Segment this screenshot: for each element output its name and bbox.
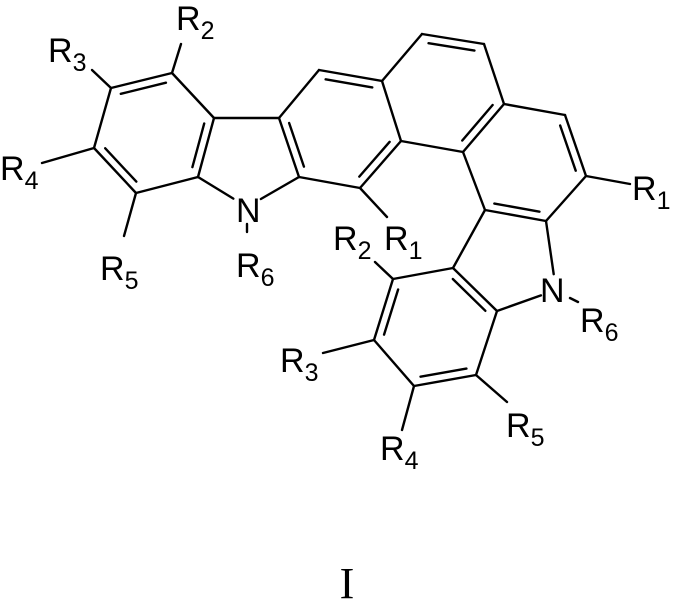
single-bond (420, 32, 486, 46)
substituent-bond (474, 373, 509, 404)
double-bond-inner-line (558, 124, 577, 172)
double-bond-inner-line (358, 140, 391, 178)
single-bond (502, 102, 567, 117)
double-bond-inner-line (119, 81, 168, 96)
atom-label-n-right: N (540, 272, 565, 310)
single-bond (92, 86, 113, 150)
substituent-bond (90, 68, 113, 90)
atom-label-r1-right: R1 (632, 170, 670, 215)
single-bond (92, 146, 138, 195)
single-bond (482, 42, 506, 106)
single-bond (461, 102, 506, 154)
atom-label-n-left: N (236, 192, 261, 230)
single-bond (297, 175, 362, 190)
atom-label-r3-bottom: R3 (280, 342, 318, 387)
single-bond (317, 68, 384, 83)
single-bond (461, 150, 487, 212)
atom-label-r1-mid: R1 (384, 220, 422, 265)
single-bond (372, 277, 395, 342)
single-bond (372, 338, 416, 388)
single-bond (196, 175, 235, 200)
single-bond (380, 32, 424, 83)
atom-label-r6-right: R6 (580, 302, 618, 347)
double-bond-inner-line (451, 277, 487, 313)
single-bond (259, 175, 301, 201)
double-bond-inner-line (461, 103, 494, 142)
substituent-bond (584, 174, 632, 186)
double-bond-inner-line (493, 202, 541, 213)
single-bond (544, 219, 555, 276)
double-bond-inner-line (427, 41, 476, 52)
single-bond (277, 68, 321, 120)
formula-caption: I (340, 559, 355, 600)
substituent-bond (321, 338, 376, 355)
single-bond (170, 71, 216, 120)
atom-label-r5-bottom: R5 (506, 407, 544, 452)
single-bond (134, 175, 200, 195)
single-bond (474, 309, 499, 377)
atom-label-r6-left: R6 (236, 247, 274, 292)
substituent-bond (358, 186, 389, 219)
single-bond (399, 139, 465, 154)
substituent-bond (122, 191, 138, 238)
single-bond (563, 113, 588, 178)
double-bond-inner-line (382, 288, 400, 336)
single-bond (483, 208, 548, 223)
single-bond (391, 266, 455, 281)
atom-label-r2-top: R2 (176, 0, 214, 45)
single-bond (358, 139, 403, 190)
atom-label-r2-mid: R2 (333, 220, 371, 265)
single-bond (495, 294, 543, 313)
atom-label-r3-top: R3 (48, 32, 86, 77)
single-bond (196, 116, 216, 179)
substituent-bond (400, 384, 416, 432)
double-bond-inner-line (419, 367, 468, 378)
single-bond (544, 174, 588, 223)
bond-layer (40, 32, 632, 432)
double-bond-inner-line (104, 147, 138, 183)
substituent-bond (373, 260, 395, 281)
single-bond (451, 208, 487, 270)
substituent-bond (170, 42, 183, 75)
single-bond (451, 266, 499, 313)
single-bond (380, 79, 403, 143)
substituent-bond (568, 296, 580, 304)
substituent-bond (40, 146, 96, 165)
double-bond-inner-line (287, 121, 306, 168)
atom-label-r4-left: R4 (0, 150, 39, 195)
single-bond (109, 71, 174, 90)
atom-label-r5-left: R5 (100, 250, 138, 295)
atom-label-r4-bottom: R4 (380, 430, 419, 475)
single-bond (412, 373, 478, 388)
double-bond-inner-line (191, 122, 206, 169)
double-bond-inner-line (324, 78, 374, 89)
single-bond (277, 116, 301, 179)
